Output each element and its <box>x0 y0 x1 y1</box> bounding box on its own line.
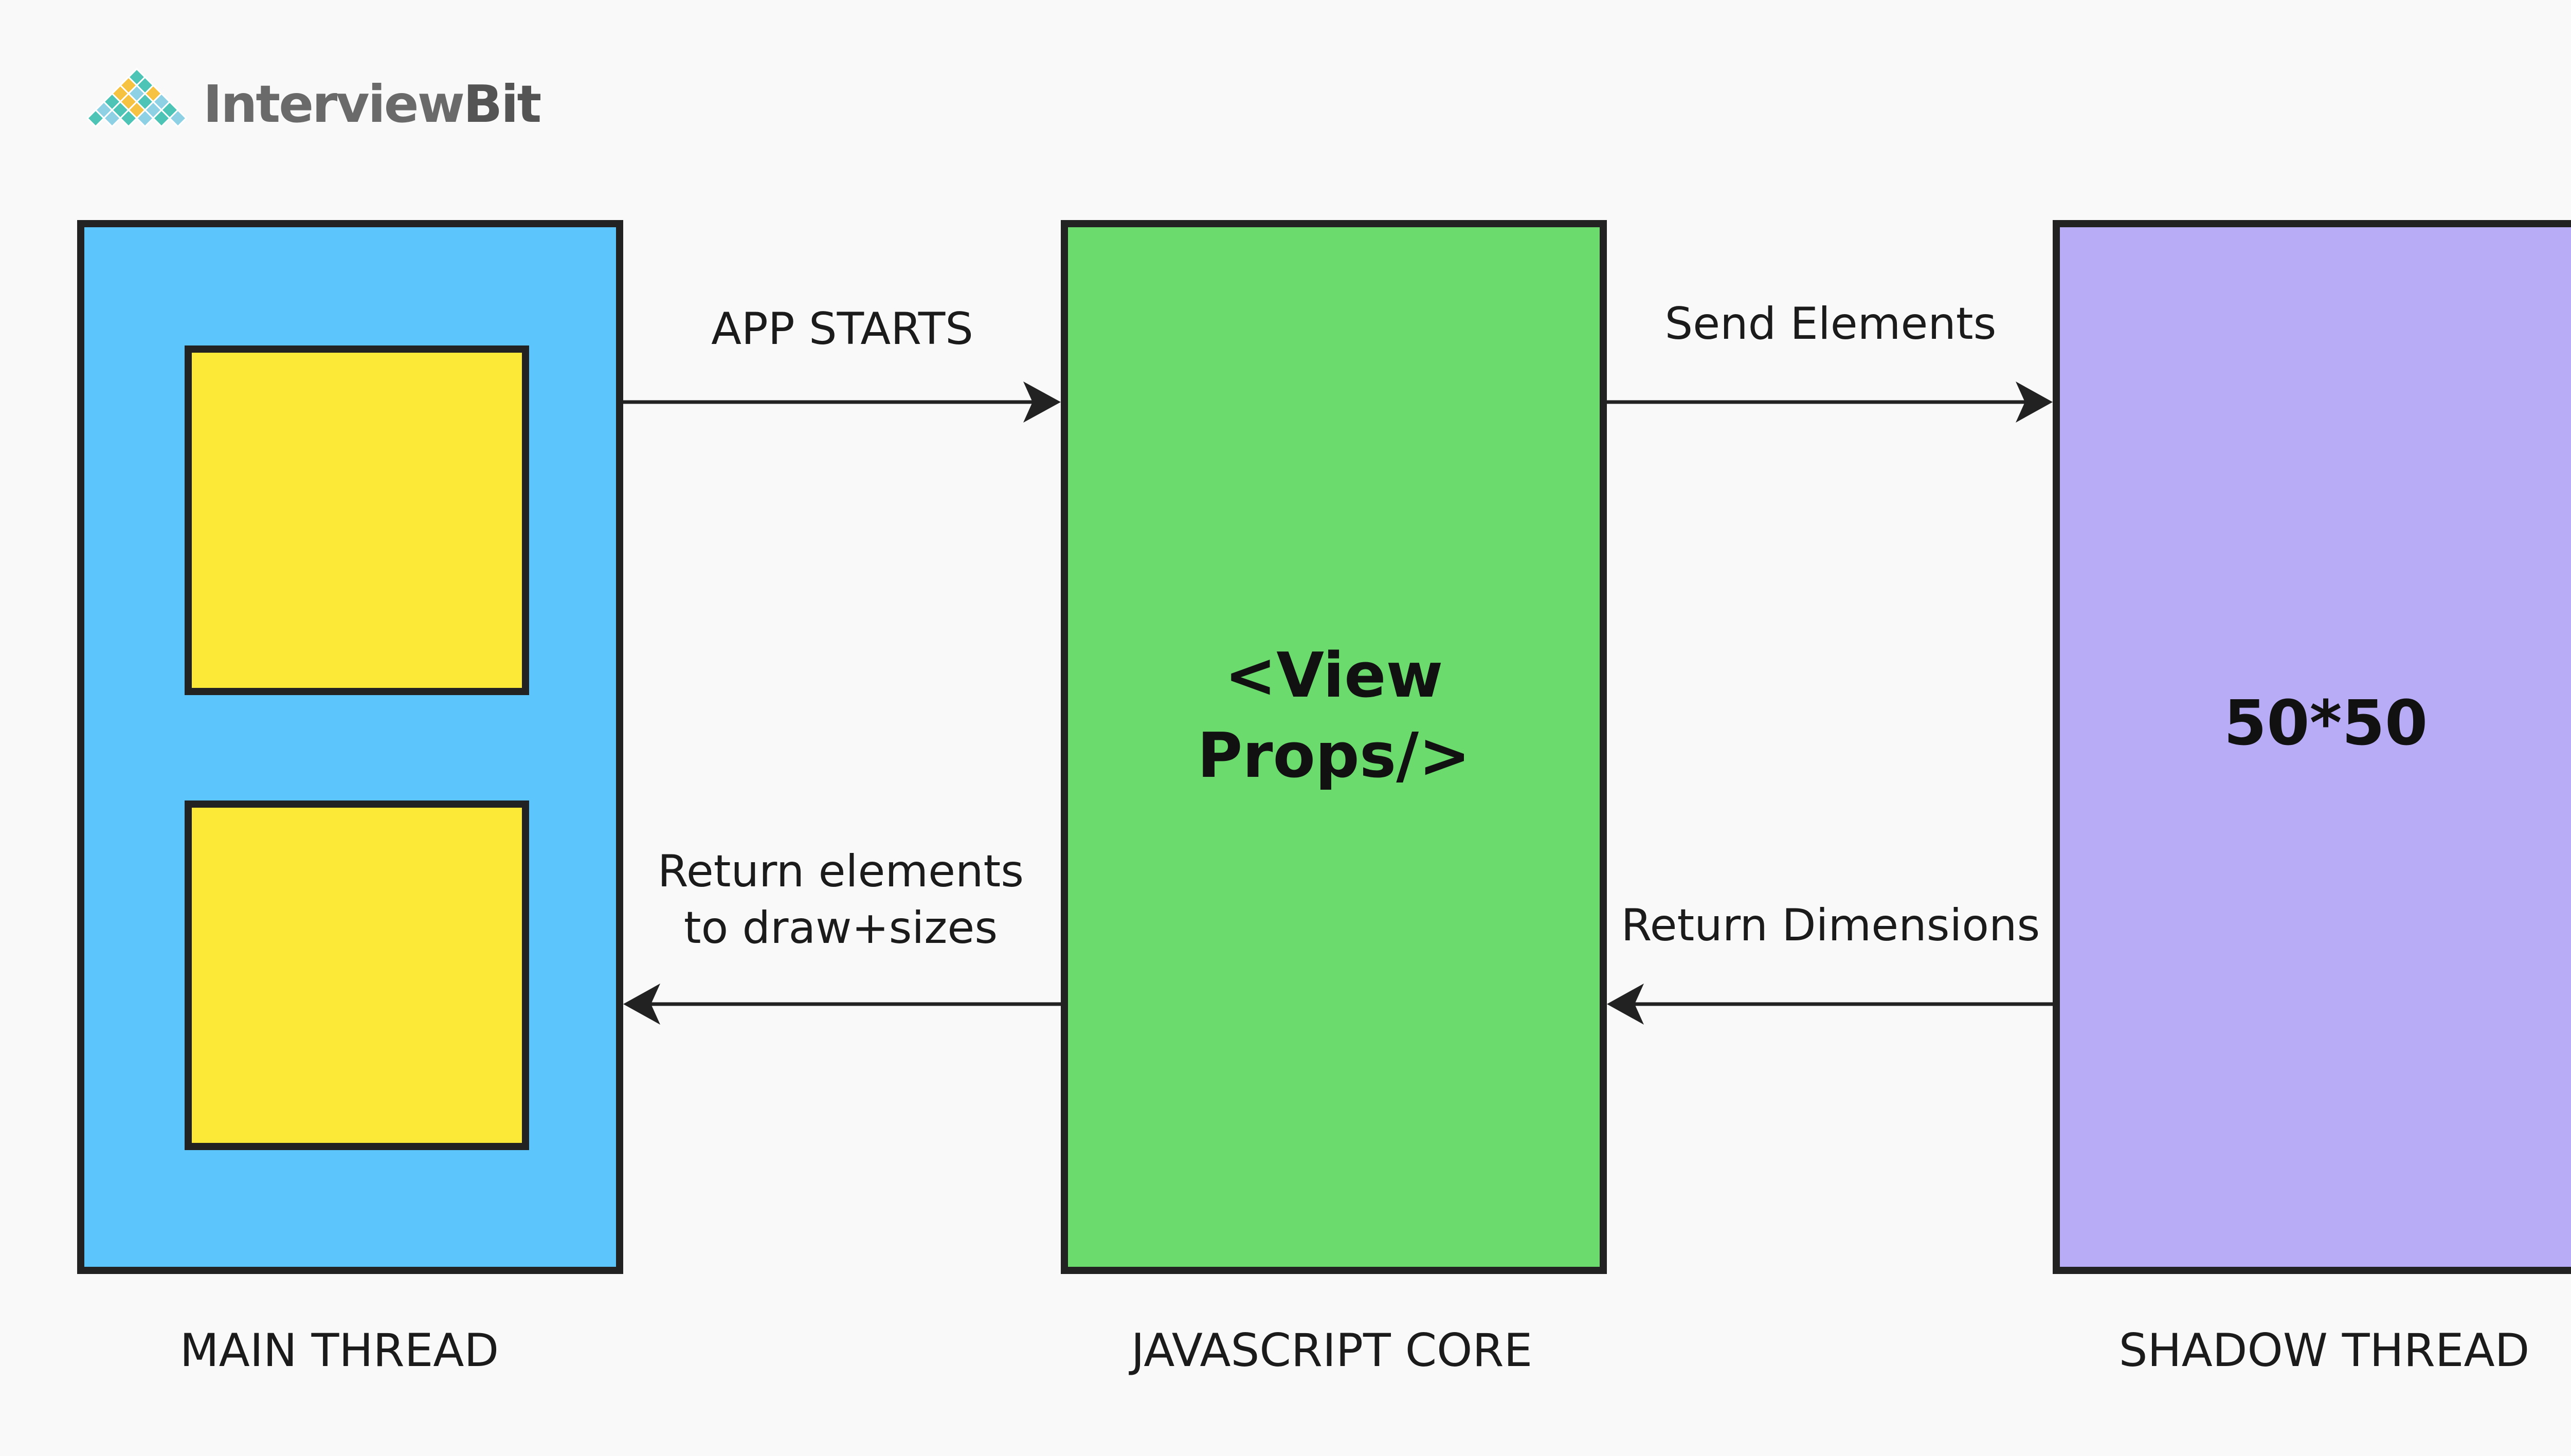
arrowhead-send-elements <box>2016 381 2053 423</box>
label-send-elements: Send Elements <box>1664 298 1997 350</box>
caption-main-thread: MAIN THREAD <box>179 1324 499 1377</box>
yellow-square-top <box>185 345 529 695</box>
label-return-elements: Return elements to draw+sizes <box>657 846 1024 954</box>
main-thread-box <box>77 220 623 1274</box>
caption-javascript-core: JAVASCRIPT CORE <box>1131 1324 1533 1377</box>
label-app-starts: APP STARTS <box>711 303 973 355</box>
interviewbit-logo: InterviewBit <box>80 67 541 141</box>
view-props-text: <View Props/> <box>1197 640 1471 792</box>
logo-wordmark: InterviewBit <box>203 74 541 134</box>
shadow-thread-box: 50*50 <box>2053 220 2571 1274</box>
yellow-square-bottom <box>185 800 529 1150</box>
arrowhead-app-starts <box>1023 381 1061 423</box>
arrowhead-return-dimensions <box>1607 984 1644 1025</box>
label-return-dimensions: Return Dimensions <box>1621 900 2040 951</box>
arrowhead-return-elements <box>623 984 660 1025</box>
caption-shadow-thread: SHADOW THREAD <box>2119 1324 2530 1377</box>
diamond-grid-logo-icon <box>86 67 188 128</box>
logo-text-light: Interview <box>203 74 465 134</box>
javascript-core-box: <View Props/> <box>1061 220 1607 1274</box>
dimension-text: 50*50 <box>2223 688 2428 759</box>
logo-text-bold: Bit <box>463 74 541 134</box>
